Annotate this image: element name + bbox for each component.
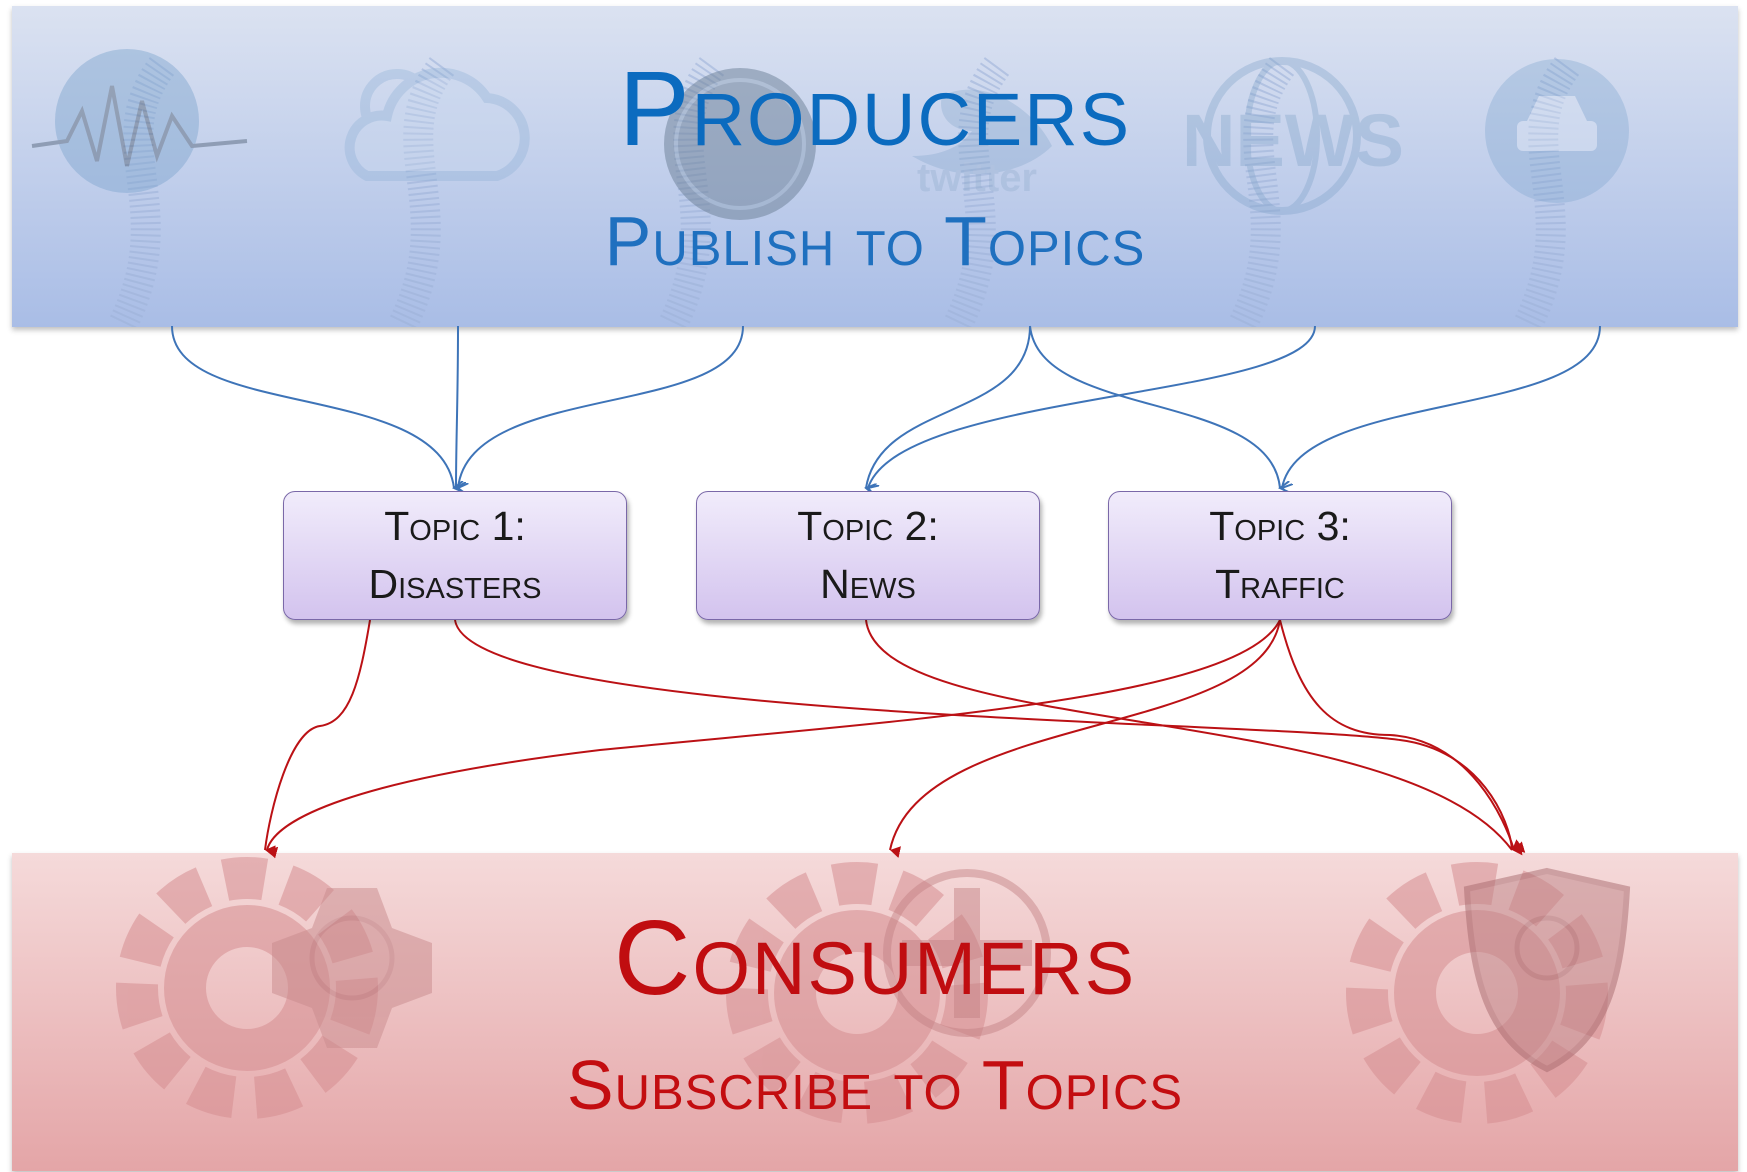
- producers-background: twitter NEWS: [31, 49, 1629, 327]
- consumers-background: [116, 857, 1631, 1124]
- arrow-p3-t1: [458, 325, 744, 488]
- news-globe-icon: NEWS: [1182, 57, 1404, 215]
- arrow-p6-t3: [1282, 325, 1601, 488]
- arrow-t3-c1: [266, 619, 1281, 859]
- topic-news: Topic 2: News: [696, 491, 1040, 620]
- topic-disasters: Topic 1: Disasters: [283, 491, 627, 620]
- car-icon: [1485, 59, 1629, 203]
- topic-label-number: Topic 2:: [797, 503, 939, 550]
- earthquake-globe-icon: [31, 49, 248, 193]
- producers-subtitle: Publish to Topics: [604, 202, 1146, 280]
- producers-band: twitter NEWS Producers Publish to Topics: [12, 6, 1738, 327]
- consumers-subtitle: Subscribe to Topics: [566, 1046, 1184, 1124]
- topic-label-name: Disasters: [368, 560, 542, 607]
- arrow-t3-c2: [889, 619, 1281, 858]
- arrow-t1-c3: [454, 619, 1523, 856]
- arrow-p4-t2: [866, 325, 1031, 488]
- consumers-band: Consumers Subscribe to Topics: [12, 853, 1738, 1171]
- svg-text:twitter: twitter: [917, 156, 1037, 200]
- weather-cloud-icon: [344, 67, 530, 181]
- police-badge-gear-icon: [1463, 867, 1631, 1073]
- twitter-bird-icon: twitter: [912, 89, 1052, 200]
- topic-label-name: Traffic: [1215, 560, 1345, 607]
- arrow-p2-t1: [456, 325, 458, 488]
- topic-label-number: Topic 1:: [384, 503, 526, 550]
- topic-label-name: News: [820, 560, 916, 607]
- topic-traffic: Topic 3: Traffic: [1108, 491, 1452, 620]
- medical-cross-gear-icon: [883, 869, 1051, 1037]
- arrow-p1-t1: [171, 325, 454, 488]
- phone-icon: [664, 68, 816, 220]
- consumers-title: Consumers: [613, 899, 1137, 1017]
- topic-to-consumer-arrows: [264, 619, 1526, 859]
- producer-to-topic-arrows: [171, 325, 1601, 488]
- arrow-t3-c3: [1279, 619, 1526, 853]
- arrow-p5-t2: [868, 325, 1316, 488]
- arrow-p4-t3: [1029, 325, 1280, 488]
- topic-label-number: Topic 3:: [1209, 503, 1351, 550]
- arrow-t1-c1: [264, 619, 371, 858]
- arrow-t2-c3: [865, 619, 1524, 851]
- fire-dept-gear-icon: [272, 888, 432, 1048]
- svg-text:NEWS: NEWS: [1182, 99, 1404, 182]
- producers-title: Producers: [618, 50, 1132, 168]
